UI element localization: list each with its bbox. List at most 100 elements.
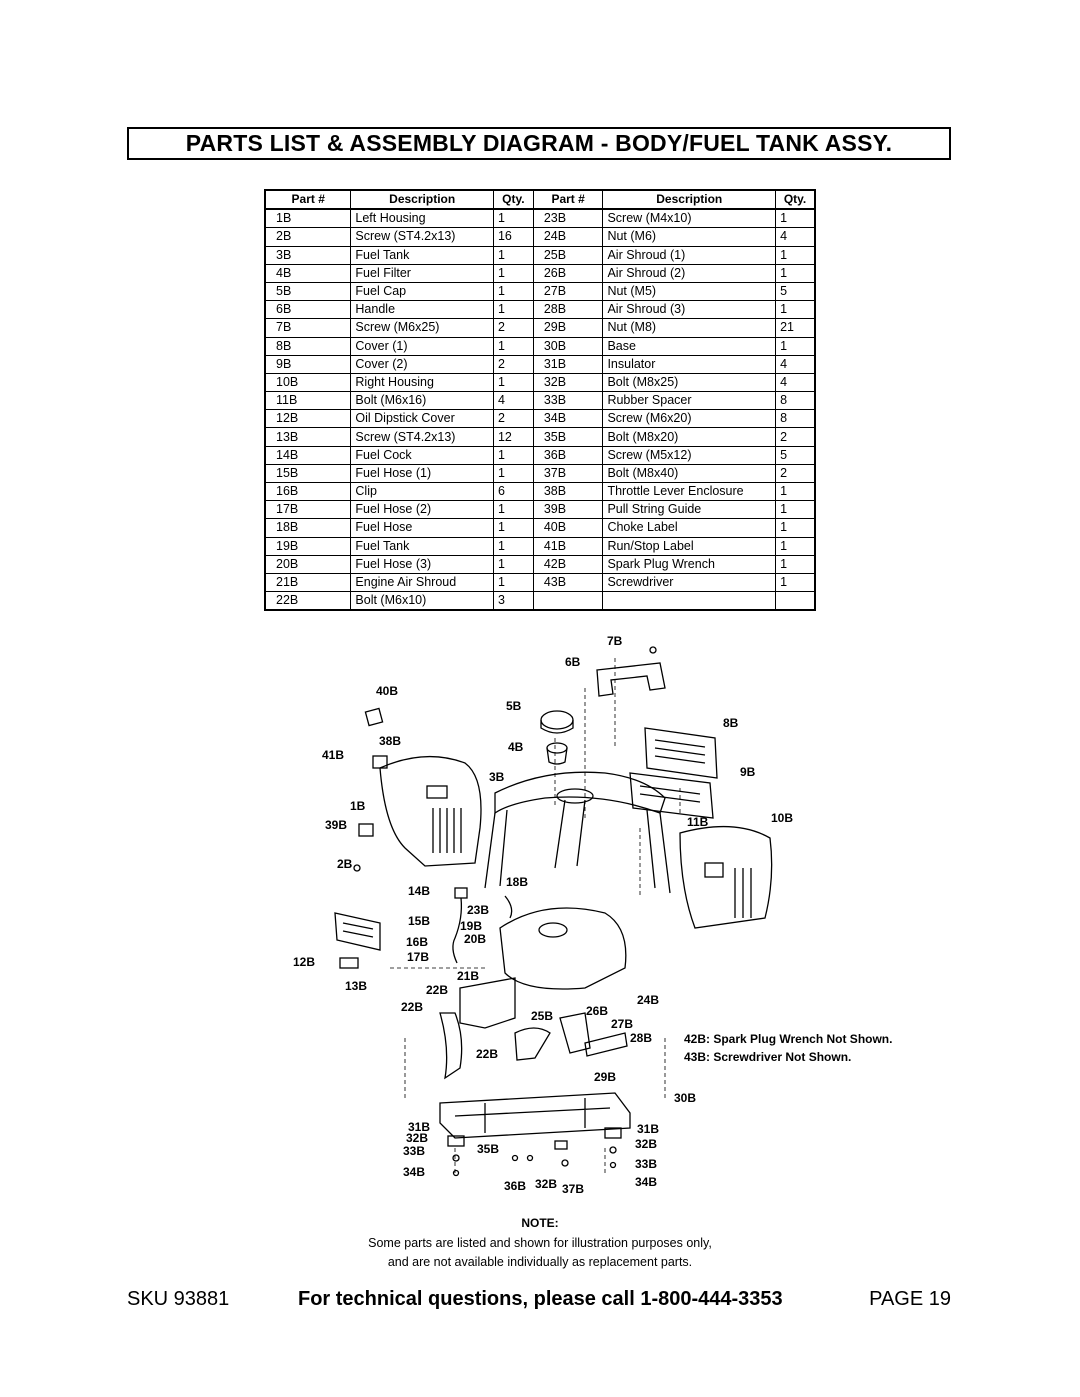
label-22b: 22B [426,983,449,997]
label-2b: 2B [337,857,353,871]
label-32b: 32B [635,1137,658,1151]
label-6b: 6B [565,655,581,669]
cell-description: Screwdriver [602,572,777,593]
cell-quantity: 8 [775,409,816,429]
cell-description: Cover (2) [350,354,494,374]
label-19b: 19B [460,919,483,933]
cell-description: Screw (M6x25) [350,318,494,338]
cell-part-number: 31B [532,354,604,374]
label-11b: 11B [687,815,709,829]
label-3b: 3B [489,770,505,784]
cell-part-number: 19B [264,536,352,556]
cell-description: Screw (ST4.2x13) [350,427,494,447]
label-31b: 31B [408,1120,431,1134]
header-part-number: Part # [264,189,352,211]
cell-part-number: 16B [264,481,352,502]
cell-description: Screw (M5x12) [602,445,777,465]
cell-part-number: 8B [264,336,352,356]
cell-quantity: 1 [492,245,534,265]
parts-table: Part # Description Qty. Part # Descripti… [264,189,816,612]
cell-part-number: 39B [532,500,604,520]
cell-description: Bolt (M8x20) [602,427,777,447]
label-22b: 22B [401,1000,424,1014]
cell-quantity: 1 [492,208,534,229]
cell-part-number: 35B [532,427,604,447]
cell-part-number: 3B [264,245,352,265]
cell-part-number: 37B [532,463,604,484]
label-22b: 22B [476,1047,499,1061]
note-line-1: Some parts are listed and shown for illu… [368,1236,712,1250]
cell-quantity: 2 [775,427,816,447]
cell-part-number: 32B [532,372,604,393]
cell-part-number: 30B [532,336,604,356]
label-20b: 20B [464,932,487,946]
cell-part-number: 6B [264,300,352,320]
cell-description: Fuel Tank [350,245,494,265]
cell-description [602,591,777,611]
cell-description: Screw (M6x20) [602,409,777,429]
cell-part-number: 22B [264,591,352,611]
page-number: PAGE 19 [869,1288,951,1310]
cell-part-number: 28B [532,300,604,320]
cell-description: Screw (M4x10) [602,208,777,229]
cell-part-number: 12B [264,409,352,429]
cell-part-number: 4B [264,263,352,283]
label-28b: 28B [630,1031,653,1045]
cell-quantity: 1 [775,536,816,556]
cell-part-number: 40B [532,518,604,538]
cell-part-number: 1B [264,208,352,229]
header-qty: Qty. [775,189,816,211]
cell-description: Clip [350,481,494,502]
cell-quantity: 2 [492,409,534,429]
cell-part-number: 20B [264,554,352,574]
cell-description: Air Shroud (1) [602,245,777,265]
label-9b: 9B [740,765,756,779]
cell-description: Fuel Cap [350,281,494,302]
cell-part-number: 17B [264,500,352,520]
cell-description: Nut (M8) [602,318,777,338]
sku-number: SKU 93881 [127,1288,230,1310]
cell-part-number: 2B [264,227,352,247]
cell-quantity: 4 [775,227,816,247]
cell-quantity: 5 [775,281,816,302]
cell-quantity: 5 [775,445,816,465]
cell-description: Fuel Hose (3) [350,554,494,574]
label-32b: 32B [406,1131,429,1145]
cell-quantity: 1 [775,245,816,265]
cell-quantity: 12 [492,427,534,447]
label-34b: 34B [403,1165,426,1179]
cell-quantity: 6 [492,481,534,502]
cell-quantity: 2 [775,463,816,484]
label-35b: 35B [477,1142,500,1156]
cell-part-number: 15B [264,463,352,484]
page-title: PARTS LIST & ASSEMBLY DIAGRAM - BODY/FUE… [185,130,893,156]
cell-quantity: 1 [492,263,534,283]
cell-part-number: 42B [532,554,604,574]
cell-part-number: 25B [532,245,604,265]
note-42b: 42B: Spark Plug Wrench Not Shown. [684,1032,893,1046]
cell-quantity: 4 [492,391,534,411]
cell-part-number: 29B [532,318,604,338]
cell-description: Run/Stop Label [602,536,777,556]
header-description: Description [350,189,494,211]
cell-description: Left Housing [350,208,494,229]
cell-description: Fuel Hose [350,518,494,538]
cell-description: Bolt (M6x10) [350,591,494,611]
cell-quantity: 1 [492,572,534,593]
label-4b: 4B [508,740,524,754]
label-13b: 13B [345,979,368,993]
cell-quantity: 1 [492,554,534,574]
label-23b: 23B [467,903,490,917]
cell-part-number: 36B [532,445,604,465]
label-8b: 8B [723,716,739,730]
